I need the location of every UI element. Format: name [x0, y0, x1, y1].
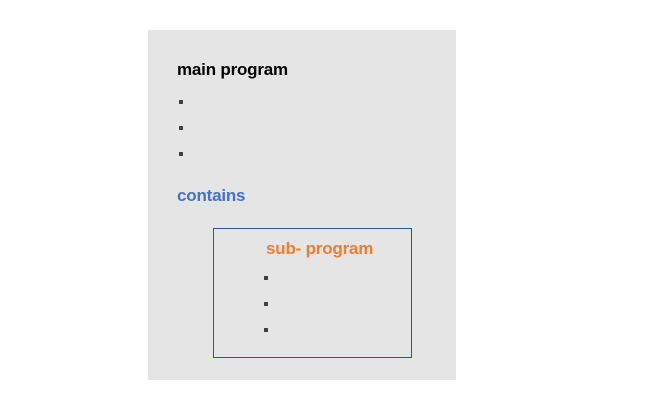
- sub-program-box: sub- program: [213, 228, 412, 358]
- sub-program-title: sub- program: [266, 239, 374, 258]
- main-program-title: main program: [177, 60, 288, 79]
- sub-program-bullet-3: [264, 328, 268, 332]
- main-program-bullet-1: [179, 100, 183, 104]
- sub-program-bullet-1: [264, 276, 268, 280]
- main-program-panel: main program contains sub- program: [148, 30, 456, 380]
- main-program-bullet-3: [179, 152, 183, 156]
- contains-relation-label: contains: [177, 186, 246, 205]
- sub-program-bullet-2: [264, 302, 268, 306]
- main-program-bullet-2: [179, 126, 183, 130]
